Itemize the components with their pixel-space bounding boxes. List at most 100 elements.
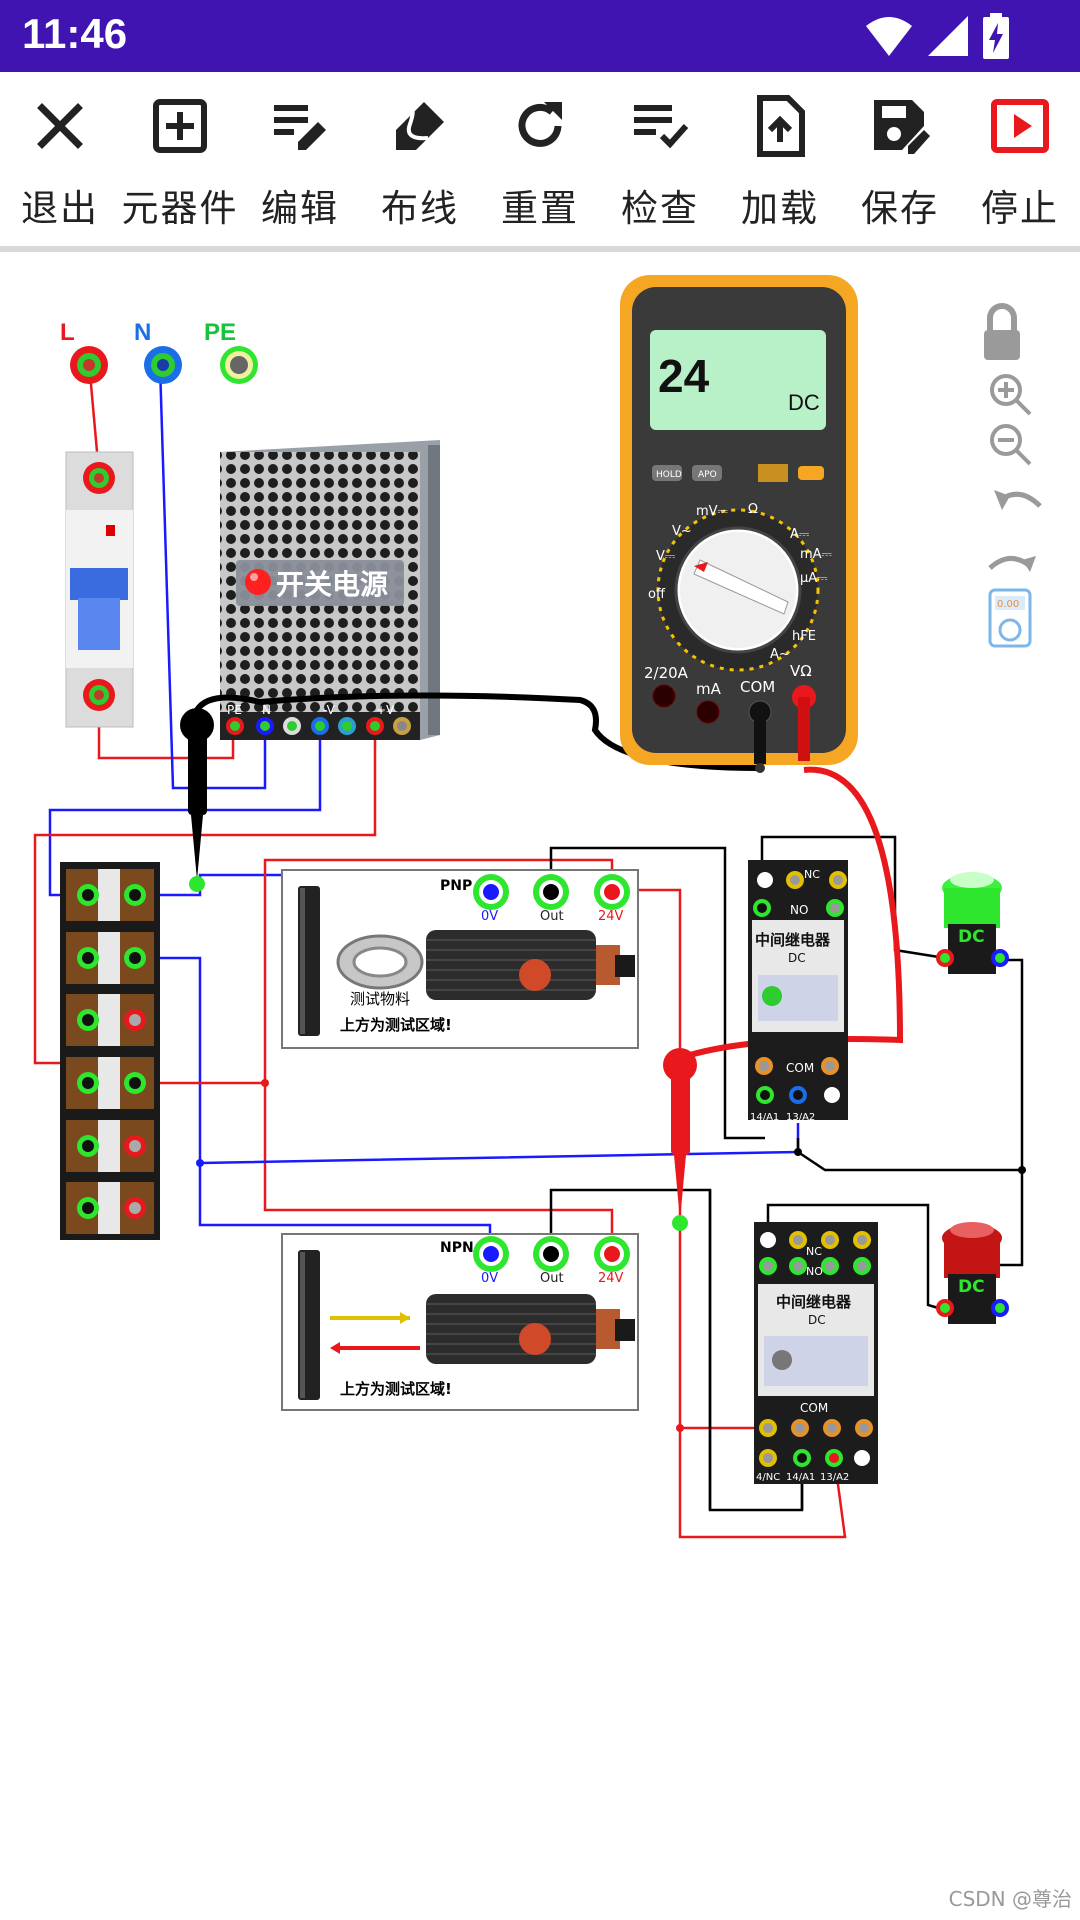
multimeter-reading: 24 <box>658 350 710 402</box>
relay-2[interactable]: 中间继电器 DC NC NO COM 4/NC 14/A1 13/A2 <box>754 1222 878 1484</box>
relay-2-pin-a2: 13/A2 <box>820 1472 849 1483</box>
dial-off: off <box>648 587 666 602</box>
npn-sensor-panel[interactable]: NPN 0V Out 24V 上方为测试区域! <box>281 1233 639 1411</box>
relay-1-title: 中间继电器 <box>755 931 831 949</box>
exit-label: 退出 <box>21 187 99 230</box>
pnp-material-label: 测试物料 <box>350 990 410 1008</box>
add-box-icon <box>153 99 207 153</box>
terminal-strip-row[interactable] <box>66 1120 154 1172</box>
dial-ua: μA⎓ <box>800 571 828 586</box>
reset-button[interactable]: 重置 <box>480 72 600 246</box>
apo-button[interactable]: APO <box>698 470 717 480</box>
npn-area-label: 上方为测试区域! <box>340 1380 452 1398</box>
dial-vac: V~ <box>672 524 692 539</box>
check-label: 检查 <box>621 187 699 230</box>
check-button[interactable]: 检查 <box>600 72 720 246</box>
switching-power-supply[interactable]: 开关电源 PE N -V +V <box>220 440 440 740</box>
draw-icon <box>396 102 444 150</box>
load-button[interactable]: 加载 <box>720 72 840 246</box>
load-label: 加载 <box>741 187 819 230</box>
lamp-2-label: DC <box>958 1277 985 1297</box>
relay-1-sub: DC <box>788 951 806 965</box>
port-20a-label: 2/20A <box>644 664 689 682</box>
watermark: CSDN @尊治 <box>948 1887 1072 1911</box>
zoom-in-icon[interactable] <box>990 374 1032 416</box>
dial-mv: mV⎓ <box>696 504 728 519</box>
circuit-diagram: L N PE 开关电源 PE N -V +V <box>33 275 1042 1539</box>
mains-inputs: L N PE <box>60 319 258 384</box>
status-icons <box>864 12 1010 60</box>
terminal-strip-row[interactable] <box>66 1182 154 1234</box>
psu-terminal-pe-label: PE <box>227 703 242 717</box>
multimeter[interactable]: 24 DC HOLD APO mV⎓ Ω V~ V⎓ off A⎓ mA⎓ μA… <box>620 275 858 773</box>
zoom-out-icon[interactable] <box>990 424 1032 466</box>
psu-terminal-pos-label: +V <box>376 703 395 717</box>
npn-pin-0v: 0V <box>481 1271 498 1286</box>
indicator-lamp-green[interactable]: DC <box>936 872 1009 974</box>
psu-label: 开关电源 <box>276 568 388 601</box>
relay-1-com: COM <box>786 1061 814 1075</box>
mains-l-label: L <box>60 319 75 346</box>
port-20a[interactable] <box>652 684 676 708</box>
pnp-pin-out: Out <box>540 909 564 924</box>
lamp-1-label: DC <box>958 927 985 947</box>
relay-1[interactable]: 中间继电器 DC NC NO COM 14/A1 13/A2 <box>748 860 848 1123</box>
refresh-icon <box>518 102 562 147</box>
dial-a: A⎓ <box>790 527 809 542</box>
save-button[interactable]: 保存 <box>840 72 960 246</box>
save-edit-icon <box>874 100 930 154</box>
relay-2-nc: NC <box>806 1245 822 1258</box>
edit-label: 编辑 <box>261 187 339 230</box>
components-button[interactable]: 元器件 <box>120 72 240 246</box>
indicator-lamp-red[interactable]: DC <box>936 1222 1009 1324</box>
dial-aac: A~ <box>770 647 790 662</box>
terminal-strip-row[interactable] <box>66 869 154 921</box>
wire-junctions <box>196 1079 1026 1432</box>
terminal-strip-row[interactable] <box>66 932 154 984</box>
pnp-sensor-panel[interactable]: PNP 0V Out 24V 测试物料 上方为测试区域! <box>281 869 639 1049</box>
pnp-area-label: 上方为测试区域! <box>340 1016 452 1034</box>
npn-type-label: NPN <box>440 1240 474 1256</box>
wifi-icon <box>866 17 912 56</box>
multimeter-mode: DC <box>788 390 820 415</box>
undo-icon[interactable] <box>994 490 1042 510</box>
pnp-type-label: PNP <box>440 878 472 894</box>
save-label: 保存 <box>861 187 939 230</box>
psu-terminal-neg-label: -V <box>323 703 336 717</box>
toolbar: 退出 元器件 编辑 布线 重置 检查 加载 保存 停止 <box>0 72 1080 252</box>
relay-2-title: 中间继电器 <box>776 1293 852 1311</box>
relay-2-pin-nc: 4/NC <box>756 1472 780 1483</box>
edit-button[interactable]: 编辑 <box>240 72 360 246</box>
redo-icon[interactable] <box>988 556 1036 572</box>
hold-button[interactable]: HOLD <box>656 470 682 480</box>
wiring-button[interactable]: 布线 <box>360 72 480 246</box>
dial-ohm: Ω <box>748 502 758 517</box>
stop-button[interactable]: 停止 <box>960 72 1080 246</box>
port-ma[interactable] <box>696 700 720 724</box>
edit-list-icon <box>274 105 326 150</box>
relay-2-pin-a1: 14/A1 <box>786 1472 815 1483</box>
relay-2-no: NO <box>806 1265 823 1278</box>
components-label: 元器件 <box>121 187 239 230</box>
port-vohm-label: VΩ <box>790 662 812 680</box>
battery-charging-icon <box>983 13 1009 59</box>
circuit-breaker[interactable] <box>65 451 134 728</box>
npn-pin-24v: 24V <box>598 1271 624 1286</box>
circuit-canvas[interactable]: L N PE 开关电源 PE N -V +V <box>0 258 1080 1920</box>
exit-button[interactable]: 退出 <box>0 72 120 246</box>
mains-n-label: N <box>134 319 151 346</box>
terminal-strip-row[interactable] <box>66 1057 154 1109</box>
port-ma-label: mA <box>696 680 722 698</box>
upload-file-icon <box>757 95 805 157</box>
lock-icon[interactable] <box>984 303 1020 360</box>
multimeter-settings-icon[interactable]: 0.00 <box>988 588 1032 648</box>
checklist-icon <box>634 105 689 149</box>
terminal-strip-row[interactable] <box>66 994 154 1046</box>
terminal-strip[interactable] <box>60 862 160 1240</box>
dial-ma: mA⎓ <box>800 547 832 562</box>
wiring-label: 布线 <box>381 187 459 230</box>
signal-icon <box>928 16 968 56</box>
relay-1-pin-a2: 13/A2 <box>786 1112 815 1123</box>
dial-vdc: V⎓ <box>656 549 675 564</box>
dial-hfe: hFE <box>792 629 816 644</box>
